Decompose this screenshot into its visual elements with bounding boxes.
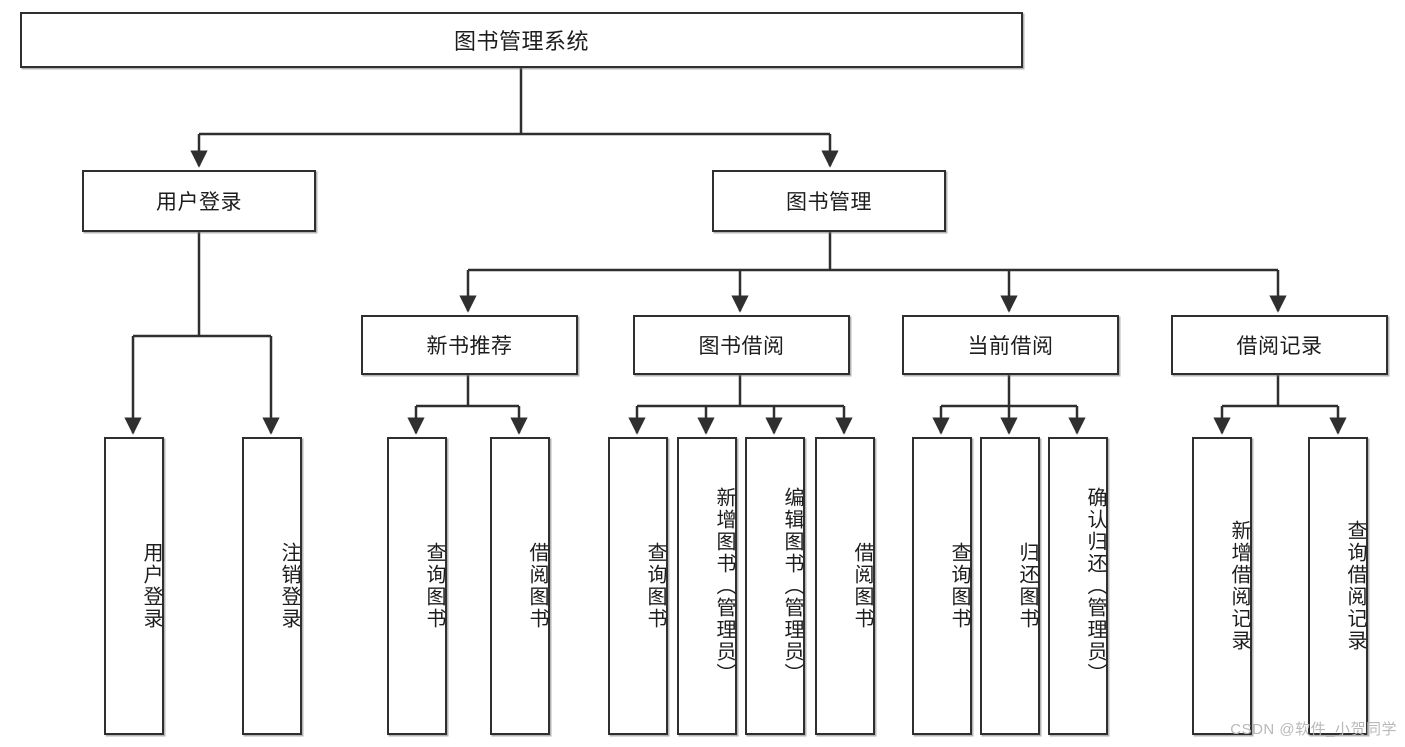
node-label: 图书管理 — [786, 191, 872, 214]
node-user-login[interactable]: 用户登录 — [82, 170, 316, 232]
node-label: 编辑图书（管理员） — [781, 487, 803, 685]
node-label: 新书推荐 — [426, 335, 513, 358]
node-label: 用户登录 — [156, 191, 242, 214]
node-leaf-return-book[interactable]: 归还图书 — [980, 437, 1040, 735]
node-root-system[interactable]: 图书管理系统 — [20, 12, 1023, 68]
node-leaf-user-login[interactable]: 用户登录 — [104, 437, 164, 735]
node-label: 图书借阅 — [698, 335, 785, 358]
node-label: 用户登录 — [140, 542, 162, 630]
node-leaf-edit-book[interactable]: 编辑图书（管理员） — [745, 437, 805, 735]
node-label: 确认归还（管理员） — [1084, 487, 1106, 685]
node-book-management[interactable]: 图书管理 — [712, 170, 946, 232]
node-current-borrow[interactable]: 当前借阅 — [902, 315, 1119, 375]
node-label: 当前借阅 — [967, 335, 1054, 358]
node-label: 借阅图书 — [526, 542, 548, 630]
node-leaf-query-record[interactable]: 查询借阅记录 — [1308, 437, 1368, 735]
node-leaf-query-book-1[interactable]: 查询图书 — [387, 437, 447, 735]
node-label: 查询图书 — [644, 542, 666, 630]
node-leaf-borrow-book-1[interactable]: 借阅图书 — [490, 437, 550, 735]
node-new-book-recommend[interactable]: 新书推荐 — [361, 315, 578, 375]
node-label: 查询图书 — [948, 542, 970, 630]
node-label: 查询借阅记录 — [1344, 520, 1366, 652]
node-label: 图书管理系统 — [453, 29, 589, 54]
node-label: 借阅图书 — [851, 542, 873, 630]
node-leaf-add-book[interactable]: 新增图书（管理员） — [677, 437, 737, 735]
node-leaf-confirm-return[interactable]: 确认归还（管理员） — [1048, 437, 1108, 735]
node-label: 新增图书（管理员） — [713, 487, 735, 685]
node-label: 新增借阅记录 — [1228, 520, 1250, 652]
node-borrow-record[interactable]: 借阅记录 — [1171, 315, 1388, 375]
node-label: 注销登录 — [278, 542, 300, 630]
node-label: 借阅记录 — [1236, 335, 1323, 358]
node-leaf-borrow-book-2[interactable]: 借阅图书 — [815, 437, 875, 735]
node-label: 归还图书 — [1016, 542, 1038, 630]
node-label: 查询图书 — [423, 542, 445, 630]
node-leaf-add-record[interactable]: 新增借阅记录 — [1192, 437, 1252, 735]
watermark-text: CSDN @软件_小贺同学 — [1230, 721, 1397, 738]
node-leaf-query-book-2[interactable]: 查询图书 — [608, 437, 668, 735]
node-leaf-query-book-3[interactable]: 查询图书 — [912, 437, 972, 735]
node-book-borrow[interactable]: 图书借阅 — [633, 315, 850, 375]
node-leaf-logout-login[interactable]: 注销登录 — [242, 437, 302, 735]
